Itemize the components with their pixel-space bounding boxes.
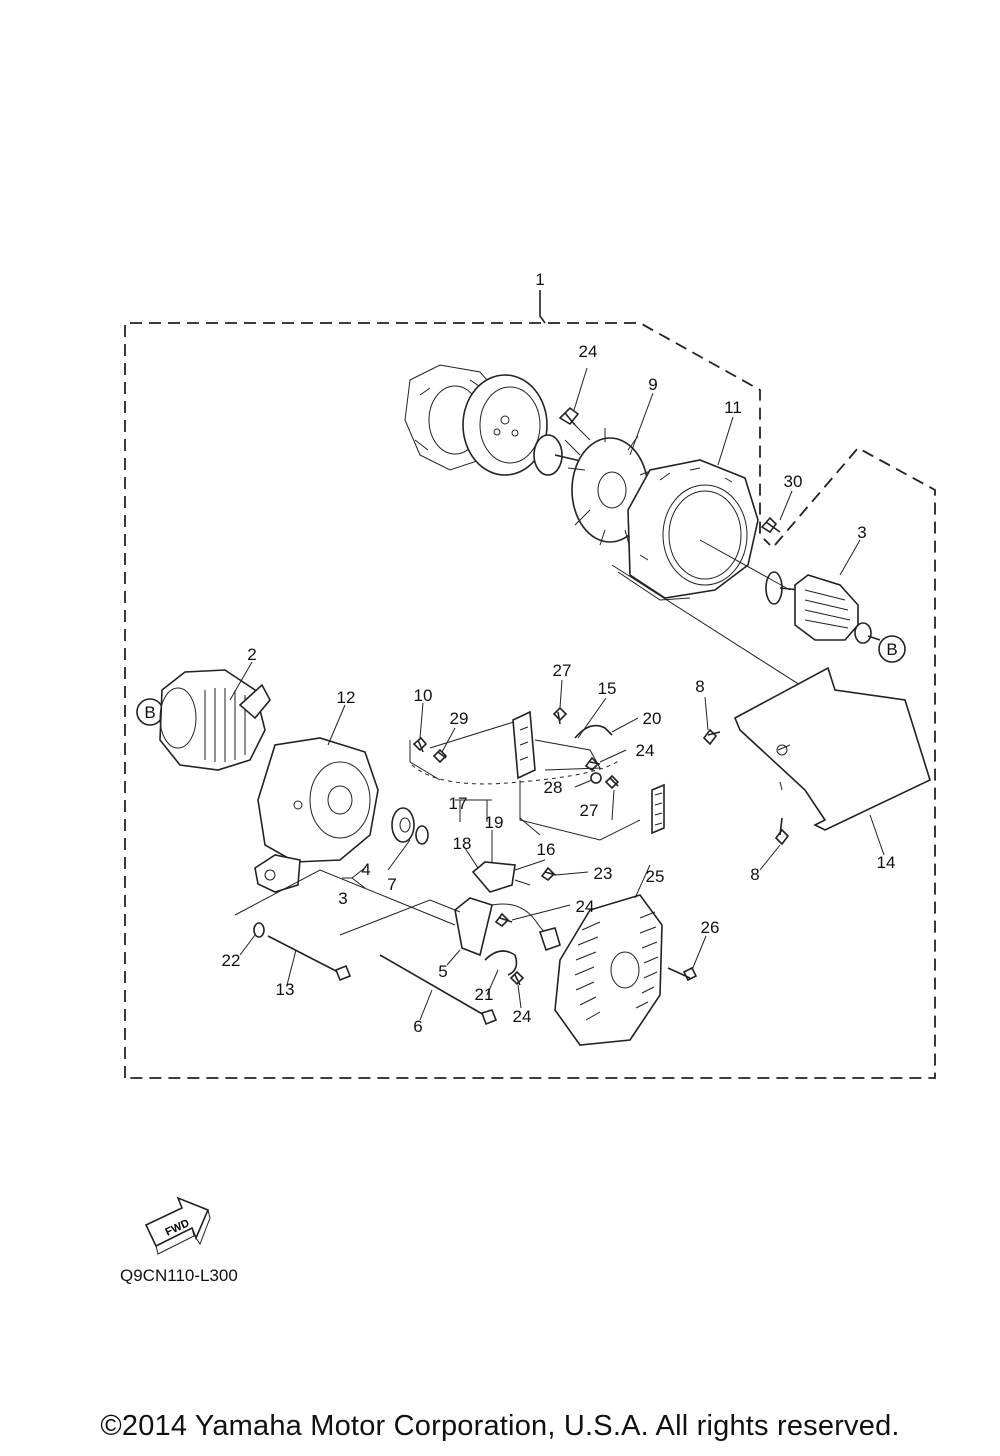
callout-27-lower: 27 <box>580 801 599 820</box>
screw-27-lower <box>604 774 620 790</box>
rotor-assembly <box>765 571 881 644</box>
callout-26: 26 <box>701 918 720 937</box>
connector-plate <box>651 783 665 835</box>
screw-23 <box>540 866 557 882</box>
copyright-notice: ©2014 Yamaha Motor Corporation, U.S.A. A… <box>100 1410 900 1442</box>
end-bracket <box>254 737 379 893</box>
screw-24-mid <box>494 912 513 928</box>
callout-28: 28 <box>544 778 563 797</box>
callout-6: 6 <box>413 1017 422 1036</box>
callout-20: 20 <box>643 709 662 728</box>
clamp-21 <box>484 950 518 976</box>
callout-17: 17 <box>449 794 468 813</box>
bearing <box>391 807 415 843</box>
stator <box>159 669 271 771</box>
callout-10: 10 <box>414 686 433 705</box>
assembly-boundary <box>124 290 936 1079</box>
generator-housing <box>617 459 759 601</box>
callout-3-top: 3 <box>857 523 866 542</box>
marker-b-left-label: B <box>144 703 155 722</box>
screw-29 <box>432 748 448 764</box>
callout-19: 19 <box>485 813 504 832</box>
callout-12: 12 <box>337 688 356 707</box>
screw-10 <box>412 736 428 753</box>
screw-24-right <box>584 756 601 772</box>
callout-8-lower: 8 <box>750 865 759 884</box>
callout-21: 21 <box>475 985 494 1004</box>
callout-24-low: 24 <box>513 1007 532 1026</box>
callout-9: 9 <box>648 375 657 394</box>
callout-23: 23 <box>594 864 613 883</box>
callout-5: 5 <box>438 962 447 981</box>
reference-marker-b-left: B <box>136 698 164 726</box>
callout-15: 15 <box>598 679 617 698</box>
callout-18: 18 <box>453 834 472 853</box>
callout-4: 4 <box>361 860 370 879</box>
washer-22 <box>253 922 265 938</box>
washer-28 <box>590 772 602 784</box>
screw-27-upper <box>552 706 568 725</box>
voltage-regulator-bracket <box>455 799 546 893</box>
bolt-26 <box>667 966 698 982</box>
callout-27-top: 27 <box>553 661 572 680</box>
callout-29: 29 <box>450 709 469 728</box>
callout-13: 13 <box>276 980 295 999</box>
callout-24-mid: 24 <box>576 897 595 916</box>
marker-b-right-label: B <box>886 640 897 659</box>
callout-14: 14 <box>877 853 896 872</box>
diagram-code: Q9CN110-L300 <box>120 1266 238 1285</box>
washer-7 <box>415 825 429 845</box>
callout-7: 7 <box>387 875 396 894</box>
callout-24-right: 24 <box>636 741 655 760</box>
callout-30: 30 <box>784 472 803 491</box>
flywheel <box>462 374 548 476</box>
callout-24-top: 24 <box>579 342 598 361</box>
terminal-block <box>512 710 601 780</box>
callout-8-top: 8 <box>695 677 704 696</box>
bolt-30 <box>760 516 781 534</box>
regulator-5 <box>454 897 561 957</box>
mounting-bracket <box>733 666 931 831</box>
bolt-24-top <box>558 406 591 441</box>
bracket-16-leader <box>519 780 641 841</box>
end-cover <box>554 894 663 1046</box>
callout-25: 25 <box>646 867 665 886</box>
cable-20 <box>574 724 613 739</box>
callout-1: 1 <box>535 270 544 289</box>
part-callouts: 1 24 9 11 30 3 2 12 10 29 27 15 20 24 8 … <box>222 270 896 1036</box>
callout-2: 2 <box>247 645 256 664</box>
callout-3-lower: 3 <box>338 889 347 908</box>
screw-24-low <box>509 970 525 986</box>
leader-lines <box>229 367 885 1021</box>
forward-arrow-icon: FWD <box>144 1196 211 1255</box>
through-bolt-13 <box>267 935 352 982</box>
callout-11: 11 <box>724 398 742 417</box>
callout-22: 22 <box>222 951 241 970</box>
bolt-8-lower <box>774 817 790 846</box>
through-bolt-6 <box>379 954 498 1026</box>
callout-16: 16 <box>537 840 556 859</box>
reference-marker-b-right: B <box>878 635 906 663</box>
bolt-8-upper <box>702 728 721 746</box>
